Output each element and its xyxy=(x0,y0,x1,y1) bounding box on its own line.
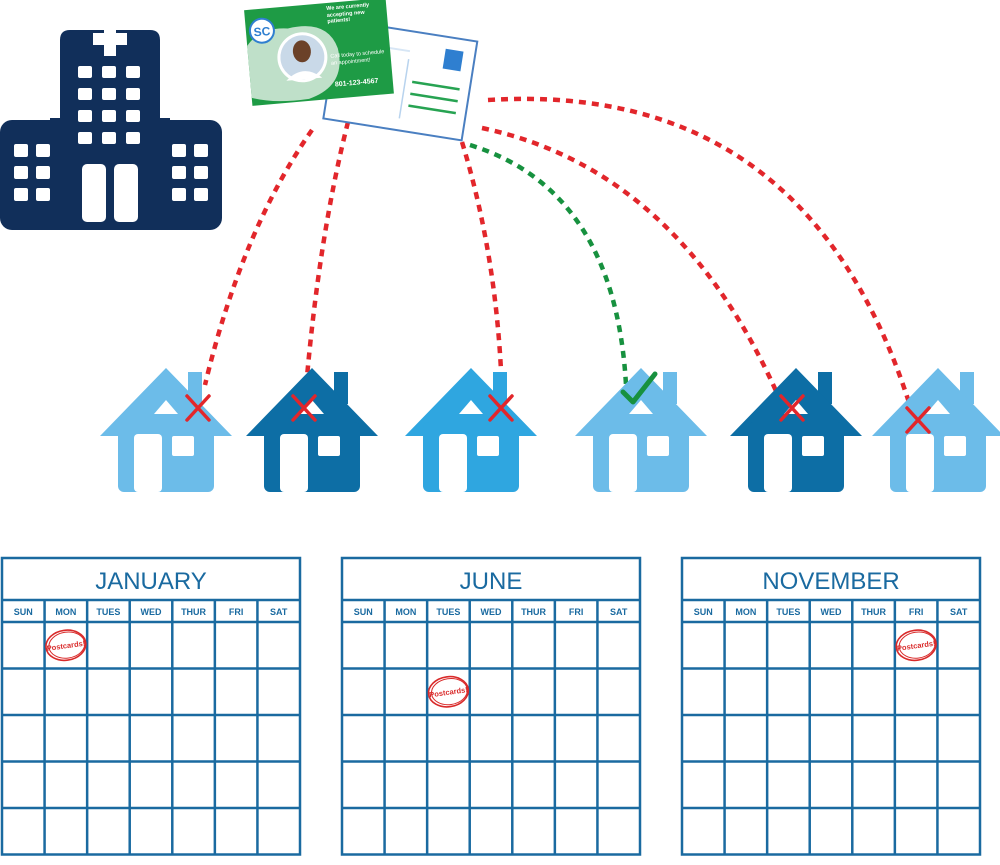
mailing-path-4 xyxy=(469,142,629,386)
house-6 xyxy=(872,368,1000,492)
weekday-label: FRI xyxy=(229,607,244,617)
x-mark-icon xyxy=(779,394,805,422)
postcard-logo: SC xyxy=(253,24,271,39)
postcard-phone: 801-123-4567 xyxy=(335,78,379,89)
x-mark-icon xyxy=(185,394,211,422)
x-mark-icon xyxy=(905,406,931,434)
mailing-path-3 xyxy=(459,141,505,396)
weekday-label: MON xyxy=(55,607,76,617)
house-5 xyxy=(730,368,862,492)
mailing-path-6 xyxy=(487,96,915,413)
hospital-icon xyxy=(0,22,222,230)
mailing-path-5 xyxy=(481,125,783,401)
weekday-label: WED xyxy=(821,607,842,617)
postcard-front: SC We are currently accepting new patien… xyxy=(244,0,394,106)
check-icon xyxy=(620,371,658,405)
weekday-label: FRI xyxy=(569,607,584,617)
houses-row xyxy=(100,368,1000,492)
mailing-path-2 xyxy=(302,121,351,401)
calendar-month-title: NOVEMBER xyxy=(762,568,899,595)
calendar-month-title: JANUARY xyxy=(95,568,207,595)
weekday-label: THUR xyxy=(521,607,546,617)
weekday-label: FRI xyxy=(909,607,924,617)
weekday-label: WED xyxy=(141,607,162,617)
weekday-label: TUES xyxy=(776,607,800,617)
weekday-label: SUN xyxy=(694,607,713,617)
weekday-label: SAT xyxy=(270,607,288,617)
weekday-label: SUN xyxy=(354,607,373,617)
weekday-label: SAT xyxy=(950,607,968,617)
weekday-label: MON xyxy=(395,607,416,617)
weekday-label: MON xyxy=(735,607,756,617)
weekday-label: TUES xyxy=(96,607,120,617)
clinic-logo-icon xyxy=(248,17,275,44)
weekday-label: TUES xyxy=(436,607,460,617)
x-mark-icon xyxy=(291,394,317,422)
mailing-path-1 xyxy=(202,128,314,386)
weekday-label: THUR xyxy=(861,607,886,617)
house-3 xyxy=(405,368,537,492)
house-2 xyxy=(246,368,378,492)
weekday-label: SUN xyxy=(14,607,33,617)
stamp-icon xyxy=(442,48,464,72)
postcard-headline: We are currently accepting new patients! xyxy=(326,2,370,25)
house-1 xyxy=(100,368,232,492)
mailing-paths xyxy=(202,96,915,413)
house-4 xyxy=(575,368,707,492)
calendar-month-title: JUNE xyxy=(460,568,523,595)
weekday-label: SAT xyxy=(610,607,628,617)
x-mark-icon xyxy=(488,394,514,422)
weekday-label: WED xyxy=(481,607,502,617)
weekday-label: THUR xyxy=(181,607,206,617)
